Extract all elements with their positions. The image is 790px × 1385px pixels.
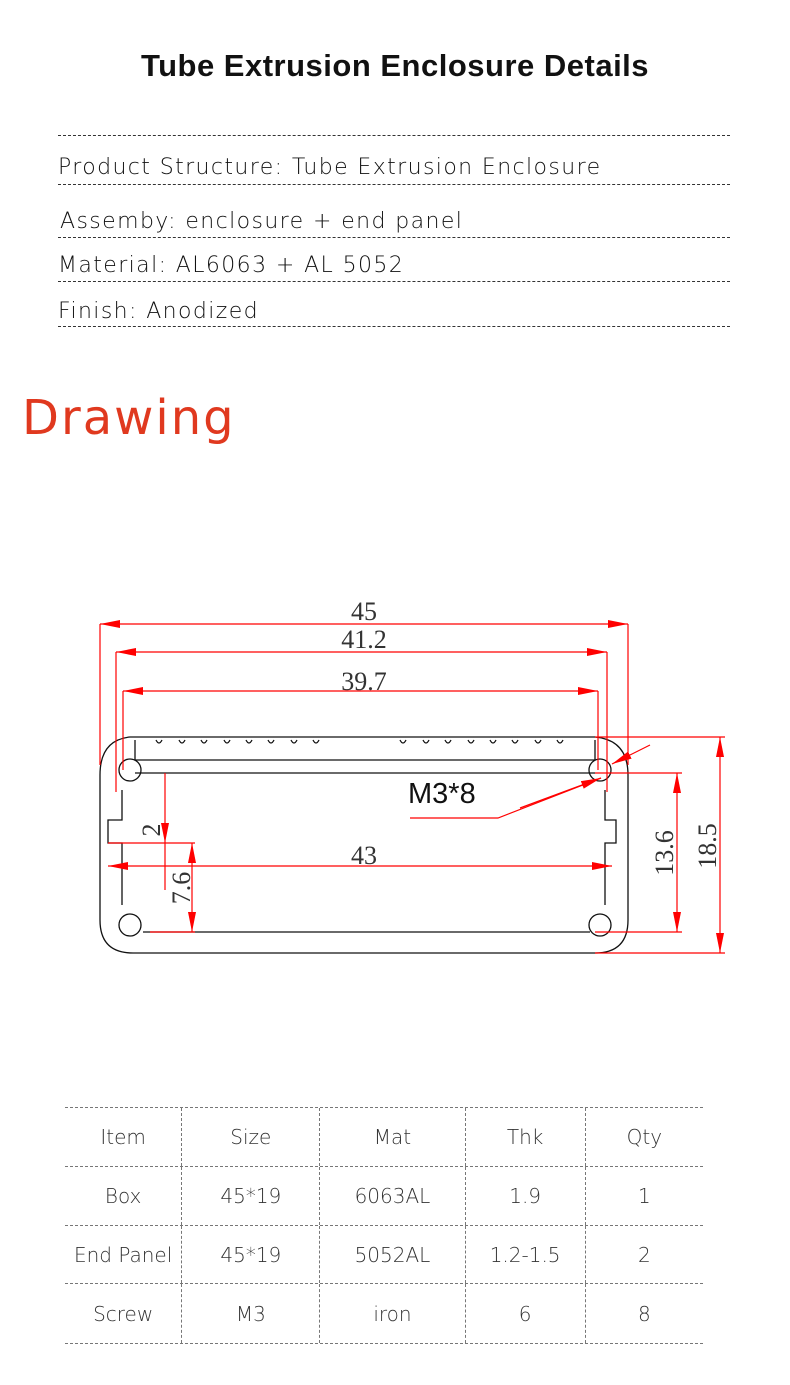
cell-qty: 2 <box>638 1242 651 1267</box>
drawing-heading: Drawing <box>22 390 236 446</box>
divider <box>58 237 730 238</box>
table-row: Box 45*19 6063AL 1.9 1 <box>65 1167 703 1226</box>
cell-qty: 1 <box>638 1184 651 1208</box>
divider <box>58 135 730 136</box>
table-row: Screw M3 iron 6 8 <box>65 1284 703 1344</box>
header-item: Item <box>65 1108 183 1166</box>
header-thk: Thk <box>466 1108 586 1166</box>
dim-label-18-5: 18.5 <box>693 823 722 869</box>
dim-label-39-7: 39.7 <box>341 667 387 696</box>
cell-thk: 1.2-1.5 <box>466 1226 586 1283</box>
spec-assembly: Assemby: enclosure + end panel <box>60 209 464 234</box>
header-qty: Qty <box>626 1125 663 1149</box>
table-header-row: Item Size Mat Thk Qty <box>65 1107 703 1167</box>
cell-thk: 6 <box>466 1284 586 1343</box>
technical-drawing: 45 41.2 39.7 43 2 7.6 13.6 18.5 M3*8 <box>99 597 725 954</box>
cell-size: 45*19 <box>182 1226 321 1283</box>
table-row: End Panel 45*19 5052AL 1.2-1.5 2 <box>65 1226 703 1284</box>
spec-finish: Finish: Anodized <box>58 299 260 324</box>
header-mat: Mat <box>320 1108 466 1166</box>
dim-label-41-2: 41.2 <box>341 625 387 654</box>
header-size: Size <box>182 1108 321 1166</box>
dim-label-2: 2 <box>137 824 166 837</box>
cell-item: End Panel <box>65 1226 183 1283</box>
cell-qty: 8 <box>638 1301 651 1326</box>
divider <box>58 184 730 185</box>
cell-mat: 5052AL <box>320 1226 466 1283</box>
parts-table: Item Size Mat Thk Qty Box 45*19 6063AL 1… <box>65 1107 703 1344</box>
dimension-lines <box>99 620 725 954</box>
spec-material: Material: AL6063 + AL 5052 <box>58 253 405 278</box>
dim-label-13-6: 13.6 <box>650 830 679 876</box>
page-title: Tube Extrusion Enclosure Details <box>140 48 650 83</box>
dim-label-43: 43 <box>351 841 377 870</box>
cell-mat: iron <box>320 1284 466 1343</box>
cell-mat: 6063AL <box>320 1167 466 1225</box>
divider <box>58 326 730 327</box>
spec-product-structure: Product Structure: Tube Extrusion Enclos… <box>58 155 602 180</box>
dim-label-7-6: 7.6 <box>167 872 196 905</box>
cell-size: M3 <box>182 1284 321 1343</box>
cell-item: Screw <box>65 1284 183 1343</box>
cell-item: Box <box>65 1167 183 1225</box>
screw-label: M3*8 <box>408 778 476 810</box>
divider <box>58 281 730 282</box>
cell-size: 45*19 <box>182 1167 321 1225</box>
dim-label-45: 45 <box>351 597 377 626</box>
cell-thk: 1.9 <box>466 1167 586 1225</box>
